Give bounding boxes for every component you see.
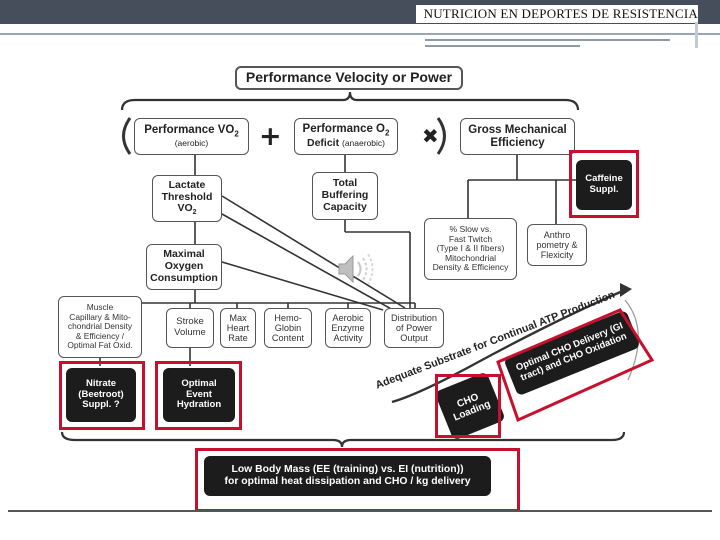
buffering-line-3: Capacity xyxy=(323,200,367,213)
distribution-line-1: Distribution xyxy=(391,312,437,323)
lactate-line-3: VO2 xyxy=(177,202,197,217)
anthro-line-2: pometry & xyxy=(536,239,578,250)
hemoglobin-box: Hemo- Globin Content xyxy=(264,308,312,348)
caffeine-line-1: Caffeine xyxy=(585,173,623,185)
nitrate-line-2: (Beetroot) xyxy=(78,388,124,400)
header-rule-accent-short xyxy=(425,45,580,47)
total-buffering-box: Total Buffering Capacity xyxy=(312,172,378,220)
optimal-hydration-box: Optimal Event Hydration xyxy=(163,368,235,422)
muscle-line-1: Muscle xyxy=(86,302,114,313)
hydration-line-2: Event xyxy=(186,388,212,400)
hemo-line-3: Content xyxy=(271,333,305,344)
maximal-line-1: Maximal xyxy=(163,248,205,261)
o2-paren: (anaerobic) xyxy=(342,138,385,149)
maxhr-line-2: Heart xyxy=(226,322,250,333)
anthro-line-1: Anthro xyxy=(543,229,571,240)
muscle-capillary-box: Muscle Capillary & Mito- chondrial Densi… xyxy=(58,296,142,358)
nitrate-line-3: Suppl. ? xyxy=(82,399,120,411)
hydration-line-1: Optimal xyxy=(181,378,217,390)
lactate-subscript: 2 xyxy=(192,209,197,217)
highlight-cho-loading xyxy=(435,374,501,438)
speaker-icon-graphic xyxy=(338,253,374,285)
max-heart-rate-box: Max Heart Rate xyxy=(220,308,256,348)
vo2-subscript: 2 xyxy=(234,129,239,139)
gross-efficiency-box: Gross Mechanical Efficiency xyxy=(460,118,575,155)
performance-o2-deficit-box: Performance O2 Deficit (anaerobic) xyxy=(294,118,398,155)
performance-velocity-box: Performance Velocity or Power xyxy=(235,66,463,90)
plus-operator: + xyxy=(259,121,282,152)
performance-vo2-box: Performance VO2 (aerobic) xyxy=(134,118,249,155)
lactate-line-2: Threshold xyxy=(161,190,213,203)
efficiency-line-2: Efficiency xyxy=(490,136,545,149)
o2-line2: Deficit (anaerobic) xyxy=(306,137,385,150)
anthro-line-3: Flexicity xyxy=(540,250,574,261)
muscle-line-5: Optimal Fat Oxid. xyxy=(67,340,133,351)
vo2-text: Performance VO xyxy=(144,124,235,137)
anthropometry-box: Anthro pometry & Flexicity xyxy=(527,224,587,266)
o2-text: Performance O xyxy=(302,123,385,135)
muscle-line-2: Capillary & Mito- xyxy=(69,311,131,322)
maximal-line-3: Consumption xyxy=(150,271,218,284)
muscle-line-4: & Efficiency / xyxy=(75,330,125,341)
fibers-line-4: Mitochondrial xyxy=(444,252,497,263)
lactate-vo: VO xyxy=(177,202,193,215)
maxhr-line-3: Rate xyxy=(228,333,248,344)
header-rule-accent xyxy=(425,39,670,41)
hydration-line-3: Hydration xyxy=(176,399,222,411)
header-rule xyxy=(0,33,720,35)
caffeine-line-2: Suppl. xyxy=(589,184,619,195)
performance-vo2-label: Performance VO2 xyxy=(144,124,239,139)
speaker-icon[interactable] xyxy=(335,250,383,288)
maximal-line-2: Oxygen xyxy=(164,260,204,273)
vo2-paren: (aerobic) xyxy=(174,138,209,149)
fiber-type-box: % Slow vs. Fast Twitch (Type I & II fibe… xyxy=(424,218,517,280)
low-body-mass-box: Low Body Mass (EE (training) vs. EI (nut… xyxy=(204,456,491,496)
bottom-line-2: for optimal heat dissipation and CHO / k… xyxy=(224,476,471,487)
fibers-line-1: % Slow vs. xyxy=(449,223,492,234)
hemo-line-2: Globin xyxy=(274,322,302,333)
caffeine-suppl-box: Caffeine Suppl. xyxy=(576,160,632,210)
maxhr-line-1: Max xyxy=(229,312,247,323)
maximal-oxygen-box: Maximal Oxygen Consumption xyxy=(146,244,222,290)
footer-rule xyxy=(8,510,712,512)
bottom-line-1: Low Body Mass (EE (training) vs. EI (nut… xyxy=(231,464,464,476)
fibers-line-3: (Type I & II fibers) xyxy=(436,243,505,254)
fibers-line-5: Density & Efficiency xyxy=(432,262,509,273)
muscle-line-3: chondrial Density xyxy=(67,321,133,332)
aerobic-enzyme-box: Aerobic Enzyme Activity xyxy=(325,308,371,348)
slide-title: NUTRICION EN DEPORTES DE RESISTENCIA xyxy=(415,5,698,23)
header-rule-vertical xyxy=(695,22,698,48)
stroke-line-2: Volume xyxy=(174,327,206,338)
enzyme-line-2: Enzyme xyxy=(331,322,365,333)
hemo-line-1: Hemo- xyxy=(274,312,302,323)
fibers-line-2: Fast Twitch xyxy=(448,233,493,244)
highlight-hydration xyxy=(155,361,242,430)
enzyme-line-3: Activity xyxy=(333,333,363,344)
distribution-power-box: Distribution of Power Output xyxy=(384,308,444,348)
highlight-caffeine xyxy=(569,150,639,218)
nitrate-line-1: Nitrate xyxy=(85,378,117,390)
highlight-nitrate xyxy=(59,361,145,430)
distribution-line-2: of Power xyxy=(395,322,433,333)
distribution-line-3: Output xyxy=(400,333,428,344)
nitrate-suppl-box: Nitrate (Beetroot) Suppl. ? xyxy=(66,368,136,422)
highlight-body-mass xyxy=(195,448,520,512)
stroke-line-1: Stroke xyxy=(176,316,204,328)
o2-label: Performance O2 xyxy=(303,123,390,138)
efficiency-line-1: Gross Mechanical xyxy=(468,123,567,136)
o2-deficit-text: Deficit xyxy=(306,137,340,150)
buffering-line-2: Buffering xyxy=(321,189,369,202)
buffering-line-1: Total xyxy=(332,177,358,190)
lactate-line-1: Lactate xyxy=(168,178,206,191)
stroke-volume-box: Stroke Volume xyxy=(166,308,214,348)
enzyme-line-1: Aerobic xyxy=(332,312,364,323)
times-operator: ✖ xyxy=(422,124,439,148)
lactate-threshold-box: Lactate Threshold VO2 xyxy=(152,175,222,222)
o2-subscript: 2 xyxy=(385,128,390,138)
